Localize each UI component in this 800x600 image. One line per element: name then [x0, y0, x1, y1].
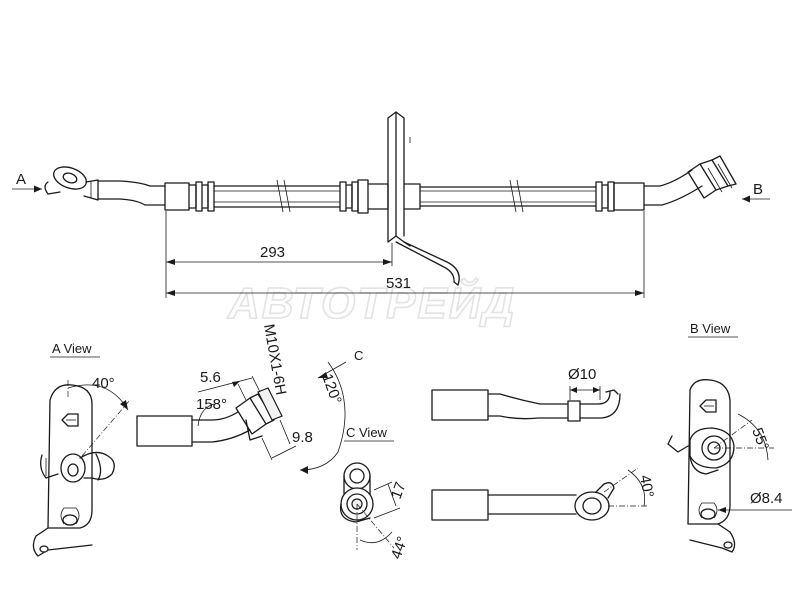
tube-right-top: [643, 169, 693, 187]
mounting-bracket: [387, 111, 460, 286]
b-view-title: B View: [690, 321, 731, 336]
a-view-bracket-plate: [47, 384, 93, 529]
c-view: C View 17 44°: [339, 425, 412, 561]
dim-17-label: 17: [388, 480, 410, 501]
angle-44-label: 44°: [388, 534, 412, 561]
banjo-fitting-left: [44, 166, 99, 201]
a-view-clip: [61, 413, 79, 427]
tube-detail-sleeve: [431, 389, 489, 421]
dim-5-6-label: 5.6: [200, 369, 221, 386]
dim-9-8-line: [271, 445, 297, 459]
rotation-arc: [299, 361, 346, 471]
middle-fitting: [339, 179, 389, 214]
dim-17-line: [387, 483, 397, 507]
angle-44-arc: [359, 531, 393, 544]
flare-nut-right: [687, 155, 737, 199]
tube-left-top: [97, 180, 166, 187]
tube-detail-bottom-sleeve: [431, 489, 489, 521]
crimp-sleeve-left: [164, 181, 215, 212]
arrow-a-label: A: [16, 171, 26, 188]
c-view-title: C View: [346, 425, 388, 440]
angle-55-arc: [737, 413, 769, 461]
detail-tube-bottom: [191, 429, 251, 443]
bend-angle-label: 158°: [196, 396, 227, 413]
bend-angle-arc: [197, 403, 215, 427]
a-view-title: A View: [52, 341, 92, 356]
arrow-b-label: B: [753, 181, 763, 198]
watermark-logo: АВТОТРЕЙД: [227, 277, 516, 328]
dim-531-label: 531: [386, 275, 411, 292]
b-view-nut: [689, 427, 735, 469]
b-view-clip: [699, 399, 717, 413]
angle-40-lower-label: 40°: [636, 474, 657, 499]
a-view-angle-label: 40°: [92, 375, 115, 392]
a-view: A View 40°: [32, 341, 131, 557]
arrow-b-head: [742, 195, 750, 203]
tube-right-bottom: [643, 185, 703, 206]
dim-293-label: 293: [260, 244, 285, 261]
dim-d10-label: Ø10: [568, 366, 596, 383]
dim-d8-4-label: Ø8.4: [750, 490, 783, 507]
arrow-c-label: C: [354, 348, 363, 363]
angle-55-label: 55°: [748, 426, 772, 453]
flare-end-detail: 5.6 158° M10X1-6H 9.8 120° C: [136, 323, 363, 474]
dim-9-8-label: 9.8: [292, 429, 313, 446]
b-view-bracket-plate: [687, 379, 731, 525]
main-hose-view: A: [12, 111, 770, 298]
crimp-sleeve-right: [595, 181, 645, 212]
tube-detail-nut: [567, 400, 581, 422]
b-view: B View 55° Ø8.4: [667, 321, 792, 553]
angle-40-arc: [627, 469, 646, 507]
tube-left-bottom: [97, 198, 166, 206]
detail-sleeve: [136, 415, 193, 447]
bracket-sleeve: [403, 183, 421, 210]
dim-5-6-line: [197, 377, 253, 393]
tube-detail-top: Ø10: [431, 366, 621, 422]
arrow-a-head: [34, 185, 42, 193]
detail-tube-top: [191, 411, 239, 421]
tube-detail-bottom: 40°: [431, 467, 657, 521]
thread-spec-label: M10X1-6H: [260, 323, 289, 397]
